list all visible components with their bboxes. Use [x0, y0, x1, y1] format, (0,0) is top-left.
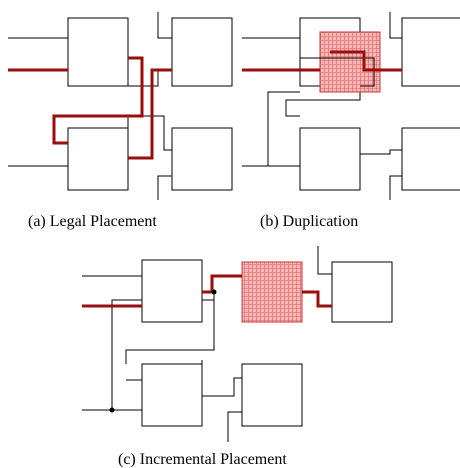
- critical-path: [128, 68, 172, 160]
- critical-path: [302, 290, 332, 308]
- logic-block: [67, 17, 129, 87]
- wire: [227, 411, 242, 442]
- logic-block: [141, 363, 203, 427]
- wire: [389, 175, 402, 200]
- wire: [127, 115, 172, 151]
- logic-block: [171, 17, 233, 87]
- wire: [317, 246, 332, 275]
- junction-dot: [109, 407, 115, 413]
- logic-block: [401, 17, 460, 87]
- logic-block: [299, 127, 361, 191]
- wire: [389, 12, 402, 39]
- panel-c: (c) Incremental Placement: [82, 246, 393, 468]
- caption-b: (b) Duplication: [260, 213, 358, 230]
- critical-path: [330, 50, 402, 72]
- junction-dot: [211, 289, 217, 295]
- logic-block: [171, 127, 233, 191]
- duplicated-block: [241, 261, 303, 323]
- wire: [267, 91, 300, 166]
- caption-a: (a) Legal Placement: [28, 213, 157, 230]
- wire: [300, 57, 375, 87]
- critical-path: [202, 274, 242, 294]
- wire: [201, 360, 242, 397]
- logic-block: [331, 261, 393, 323]
- wire: [127, 58, 172, 87]
- wire: [157, 175, 172, 200]
- logic-block: [241, 363, 303, 427]
- panel-a: (a) Legal Placement: [8, 12, 233, 230]
- caption-c: (c) Incremental Placement: [118, 451, 287, 468]
- duplicated-block: [319, 31, 381, 93]
- logic-block: [141, 259, 203, 323]
- critical-path: [52, 56, 144, 145]
- logic-block: [401, 127, 460, 191]
- panel-b: (b) Duplication: [242, 12, 460, 230]
- wire: [125, 290, 215, 364]
- logic-block: [67, 127, 129, 191]
- wire: [359, 140, 402, 155]
- wire: [157, 12, 172, 39]
